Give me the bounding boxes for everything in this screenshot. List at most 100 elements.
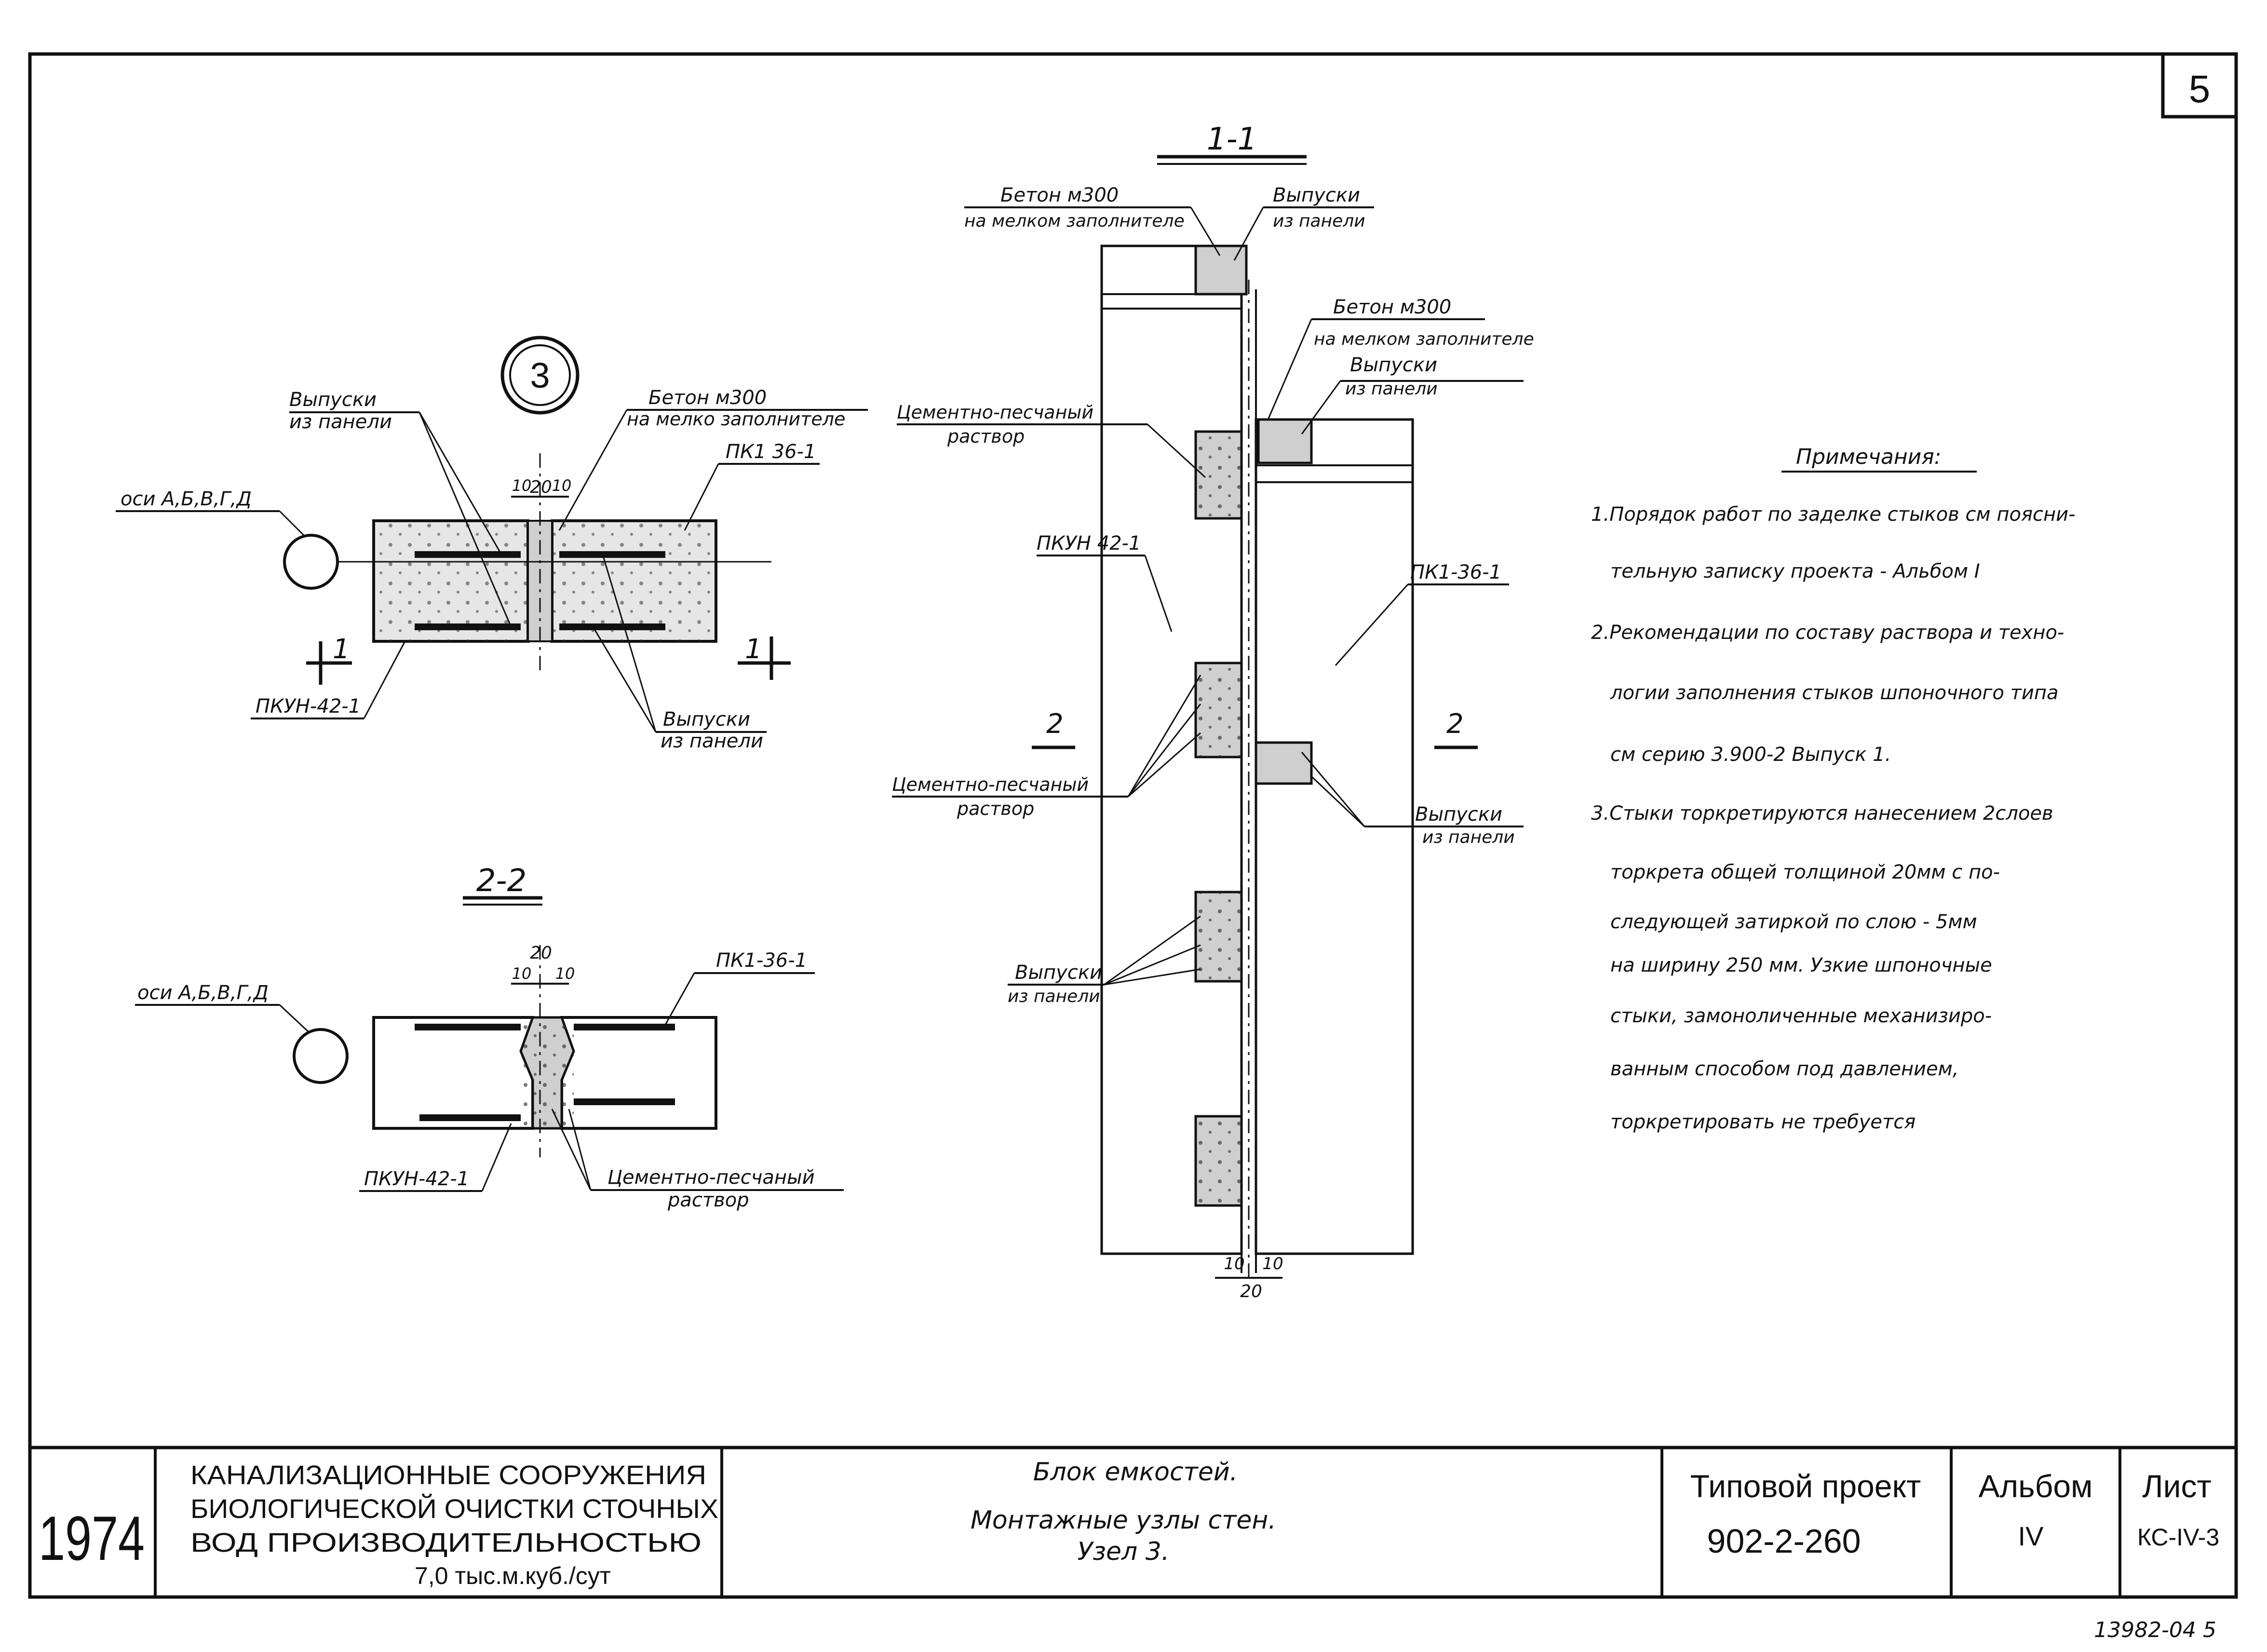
plan-vypuski-1: Выпуски — [289, 389, 377, 411]
plan-panel-right-dots — [552, 521, 716, 641]
title-block: 1974 КАНАЛИЗАЦИОННЫЕ СООРУЖЕНИЯ БИОЛОГИЧ… — [30, 1446, 2236, 1597]
node-circle-inner — [509, 344, 571, 406]
s11-beton-mid-2: на мелком заполнителе — [1314, 329, 1534, 349]
section-2-2: 2-2 20 10 10 оси А,Б,В,Г,Д ПК1-36-1 ПКУН… — [135, 863, 844, 1211]
project-label: Типовой проект — [1690, 1468, 1921, 1504]
s11-vypuski-right-1: Выпуски — [1415, 803, 1502, 826]
keys-dots-3 — [1196, 892, 1241, 981]
plan-pkun-leader-a — [363, 641, 406, 719]
node-number: 3 — [530, 355, 550, 395]
plan-pk136: ПК1 36-1 — [726, 441, 816, 463]
s11-mortar-mid-2: раствор — [957, 798, 1034, 819]
s22-osi: оси А,Б,В,Г,Д — [137, 982, 269, 1004]
album-value: IV — [2018, 1521, 2044, 1551]
plan-beton-1: Бетон м300 — [648, 387, 767, 409]
s11-beton-mid-leader-a — [1267, 319, 1312, 420]
sheet-number: 5 — [2189, 68, 2211, 110]
s22-osi-leader-a — [279, 1004, 310, 1033]
s11-vypuski-right-2: из панели — [1422, 827, 1515, 847]
plan-beton-2: на мелко заполнителе — [627, 408, 845, 430]
plan-pk136-leader-a — [684, 463, 719, 531]
plan-node: 3 20 10 10 Выпуски из панели Бетон м300 … — [116, 336, 868, 752]
note-line-1: 1.Порядок работ по заделке стыков см поя… — [1591, 503, 2076, 526]
s11-vypuski-low-1: Выпуски — [1015, 961, 1102, 984]
section-1-1-title: 1-1 — [1207, 122, 1257, 157]
s11-beton-top-leader-a — [1190, 207, 1221, 256]
org-line-2: БИОЛОГИЧЕСКОЙ ОЧИСТКИ СТОЧНЫХ — [190, 1493, 718, 1524]
s22-mortar-leader-b — [568, 1109, 592, 1191]
plan-beton-leader-a — [558, 409, 628, 531]
s11-cut-2-right: 2 — [1446, 708, 1464, 740]
s22-dim-10a: 10 — [512, 964, 532, 983]
s11-cut-2-left: 2 — [1046, 708, 1064, 740]
note-line-7: торкрета общей толщиной 20мм с по- — [1610, 861, 2000, 883]
s11-vypuski-low-leader-c — [1104, 968, 1201, 986]
note-line-9: на ширину 250 мм. Узкие шпоночные — [1610, 954, 1992, 976]
note-line-11: ванным способом под давлением, — [1610, 1058, 1959, 1080]
s11-vypuski-low-2: из панели — [1008, 987, 1100, 1006]
s22-joint-dots — [521, 1017, 574, 1128]
plan-vypuski-b2: из панели — [661, 730, 763, 752]
plan-vypuski-b-leader-a — [592, 626, 657, 732]
s11-mortar-mid-leader-a — [1127, 675, 1201, 797]
sheet-name-1: Блок емкостей. — [1033, 1458, 1238, 1487]
wall-right-pk136 — [1255, 418, 1414, 1255]
s22-panel-left — [372, 1016, 534, 1130]
plan-vypuski-2: из панели — [289, 411, 392, 433]
s11-mortar-top-leader-a — [1147, 423, 1206, 478]
org-line-3: ВОД ПРОИЗВОДИТЕЛЬНОСТЬЮ — [190, 1527, 702, 1557]
s22-pkun-leader-a — [481, 1123, 512, 1192]
node-circle — [500, 336, 580, 415]
org-line-4: 7,0 тыс.м.куб./сут — [415, 1562, 611, 1589]
org-line-1: КАНАЛИЗАЦИОННЫЕ СООРУЖЕНИЯ — [190, 1460, 706, 1490]
s11-vypuski-right-leader-b — [1310, 775, 1365, 827]
s11-dim-20: 20 — [1240, 1282, 1262, 1301]
s11-beton-top-2: на мелком заполнителе — [964, 211, 1185, 231]
axis-circle — [283, 534, 339, 590]
s22-mortar-1: Цементно-песчаный — [607, 1166, 815, 1189]
note-line-4: логии заполнения стыков шпоночного типа — [1610, 682, 2059, 704]
sheet-number-box — [2161, 52, 2238, 119]
sheet-label: Лист — [2142, 1468, 2211, 1504]
cut-label-right: 1 — [745, 634, 762, 665]
section-2-2-title: 2-2 — [476, 863, 527, 899]
note-line-6: 3.Стыки торкретируются нанесением 2слоев — [1591, 802, 2053, 825]
s22-dim-10b: 10 — [555, 964, 575, 983]
plan-dim-10b: 10 — [552, 476, 572, 495]
plan-vypuski-b-leader-b — [602, 554, 657, 732]
s11-vypuski-mid-1: Выпуски — [1350, 354, 1437, 376]
sheet-name-3: Узел 3. — [1078, 1537, 1170, 1566]
s11-pk136-leader-a — [1335, 584, 1409, 666]
footer-code: 13982-04 5 — [2094, 1618, 2216, 1642]
s11-mortar-mid-leader-b — [1127, 704, 1201, 797]
sheet-frame — [28, 52, 2238, 1599]
notes-title: Примечания: — [1796, 445, 1942, 469]
note-line-8: следующей затиркой по слою - 5мм — [1610, 911, 1977, 933]
s11-mortar-top-1: Цементно-песчаный — [897, 402, 1093, 423]
s11-vypuski-top-2: из панели — [1273, 211, 1365, 231]
s22-pkun: ПКУН-42-1 — [364, 1168, 469, 1190]
s22-pk136-leader-a — [664, 973, 695, 1025]
plan-vypuski-leader-b — [418, 412, 512, 627]
plan-panel-left-dots — [374, 521, 528, 641]
s11-vypuski-mid-leader-a — [1301, 380, 1341, 434]
sheet-name-2: Монтажные узлы стен. — [971, 1506, 1276, 1535]
note-line-12: торкретировать не требуется — [1610, 1111, 1916, 1133]
s11-mortar-top-2: раствор — [947, 426, 1025, 447]
keys-dots-4 — [1196, 1116, 1241, 1205]
note-line-5: см серию 3.900-2 Выпуск 1. — [1610, 744, 1891, 766]
s11-pkun: ПКУН 42-1 — [1037, 532, 1141, 555]
s11-vypuski-mid-2: из панели — [1345, 379, 1438, 399]
project-number: 902-2-260 — [1707, 1522, 1861, 1560]
plan-vypuski-b1: Выпуски — [663, 708, 750, 731]
plan-osi: оси А,Б,В,Г,Д — [121, 488, 252, 510]
cut-label-left: 1 — [333, 634, 350, 665]
s11-beton-top-1: Бетон м300 — [1000, 184, 1119, 206]
notes-block: Примечания: 1.Порядок работ по заделке с… — [1591, 445, 2076, 1133]
s11-vypuski-low-leader-a — [1104, 915, 1201, 986]
plan-dim-10a: 10 — [512, 476, 532, 495]
s11-vypuski-right-leader-a — [1301, 752, 1365, 827]
note-line-2: тельную записку проекта - Альбом I — [1610, 560, 1980, 582]
s22-dim-20: 20 — [530, 943, 552, 963]
